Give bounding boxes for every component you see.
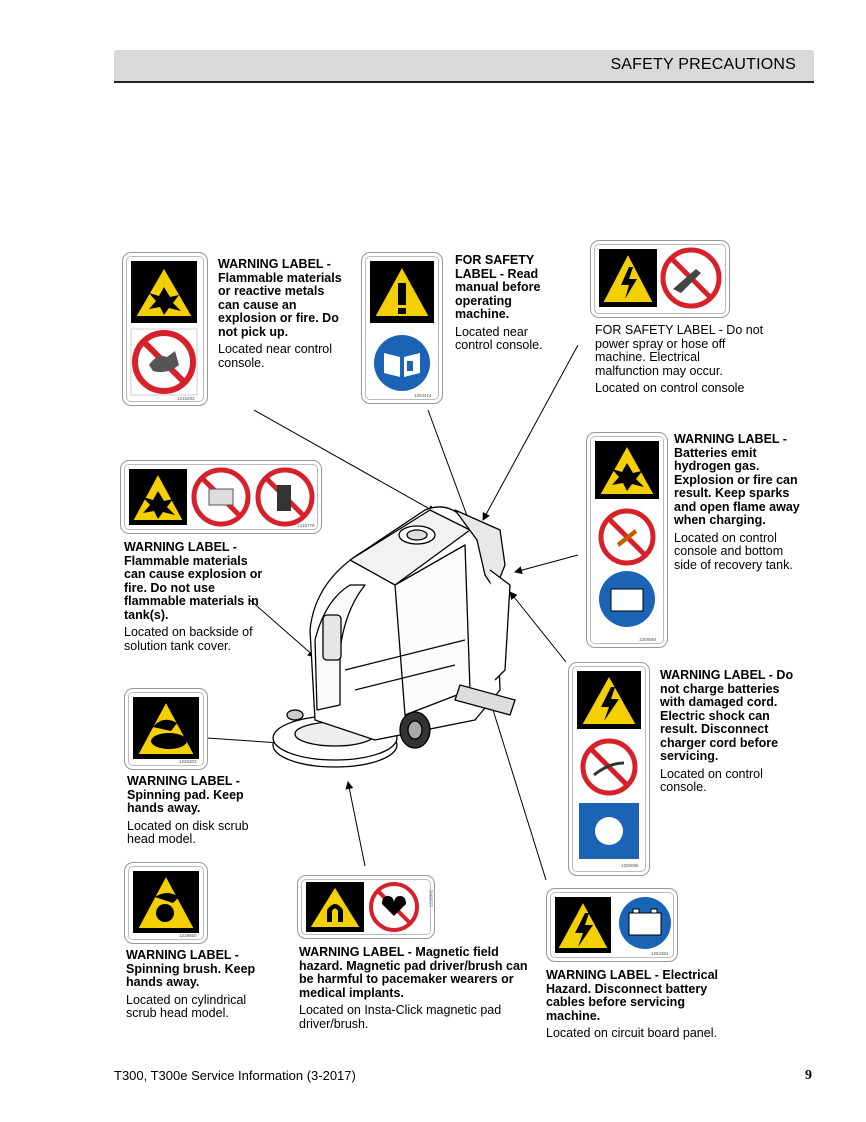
- label-location: Located on control console and bottom si…: [674, 530, 793, 572]
- label-location: Located on disk scrub head model.: [127, 818, 249, 846]
- label-location: Located on circuit board panel.: [546, 1026, 717, 1040]
- label-location: Located on control console: [595, 381, 745, 395]
- label-title: WARNING LABEL - Flammable materials can …: [124, 540, 263, 622]
- warning-label-spinning-brush: 1219850: [124, 862, 208, 944]
- label-description: WARNING LABEL - Spinning brush. Keep han…: [126, 948, 271, 1021]
- label-location: Located near control console.: [218, 342, 332, 370]
- label-title: WARNING LABEL - Magnetic field hazard. M…: [299, 945, 528, 1000]
- label-title: WARNING LABEL - Electrical Hazard. Disco…: [546, 968, 719, 1023]
- section-title: SAFETY PRECAUTIONS: [610, 56, 796, 73]
- label-title: FOR SAFETY LABEL - Do not power spray or…: [595, 323, 764, 378]
- label-location: Located on Insta-Click magnetic pad driv…: [299, 1003, 502, 1031]
- warning-label-spinning-pad: 1226303: [124, 688, 208, 770]
- safety-label-read-manual: 1204414: [361, 252, 443, 404]
- label-part-number: 1254384: [651, 951, 669, 956]
- document-footer-title: T300, T300e Service Information (3-2017): [114, 1068, 356, 1083]
- label-part-number: 1209084: [639, 637, 657, 642]
- label-description: FOR SAFETY LABEL - Read manual before op…: [455, 253, 565, 353]
- warning-label-electrical-hazard: 1254384: [546, 888, 678, 962]
- label-description: WARNING LABEL - Magnetic field hazard. M…: [299, 945, 529, 1031]
- label-part-number: 1215283: [177, 396, 195, 401]
- label-location: Located near control console.: [455, 324, 543, 352]
- warning-label-flammable-pickup: 1215283: [122, 252, 208, 406]
- label-part-number: 1209085: [621, 863, 639, 868]
- label-location: Located on backside of solution tank cov…: [124, 625, 253, 653]
- page-number: 9: [805, 1068, 812, 1083]
- label-description: WARNING LABEL - Flammable materials or r…: [218, 257, 348, 370]
- label-description: WARNING LABEL - Flammable materials can …: [124, 540, 264, 653]
- scrubber-machine-illustration: [272, 506, 516, 768]
- label-title: WARNING LABEL - Do not charge batteries …: [660, 668, 794, 763]
- label-title: WARNING LABEL - Flammable materials or r…: [218, 257, 342, 339]
- label-part-number: 1219850: [179, 933, 197, 938]
- label-description: WARNING LABEL - Spinning pad. Keep hands…: [127, 774, 267, 847]
- safety-label-no-spray: [590, 240, 730, 318]
- label-description: WARNING LABEL - Do not charge batteries …: [660, 668, 795, 795]
- label-description: WARNING LABEL - Electrical Hazard. Disco…: [546, 968, 741, 1041]
- label-location: Located on cylindrical scrub head model.: [126, 992, 247, 1020]
- label-part-number: 1226303: [179, 759, 197, 764]
- label-location: Located on control console.: [660, 766, 763, 794]
- label-title: FOR SAFETY LABEL - Read manual before op…: [455, 253, 541, 321]
- label-title: WARNING LABEL - Spinning brush. Keep han…: [126, 948, 256, 989]
- label-description: WARNING LABEL - Batteries emit hydrogen …: [674, 432, 809, 572]
- warning-label-charger-cord: 1209085: [568, 662, 650, 876]
- warning-label-flammable-tanks: 1215779: [120, 460, 322, 534]
- section-header-bar: SAFETY PRECAUTIONS: [114, 50, 814, 83]
- label-part-number: 1204414: [414, 393, 432, 398]
- warning-label-battery-hydrogen: 1209084: [586, 432, 668, 648]
- label-title: WARNING LABEL - Batteries emit hydrogen …: [674, 432, 800, 527]
- label-title: WARNING LABEL - Spinning pad. Keep hands…: [127, 774, 244, 815]
- warning-label-magnetic-field: 1216302: [297, 875, 435, 939]
- label-part-number: 1215779: [297, 523, 315, 528]
- label-part-number: 1216302: [428, 889, 434, 908]
- label-description: FOR SAFETY LABEL - Do not power spray or…: [595, 323, 765, 396]
